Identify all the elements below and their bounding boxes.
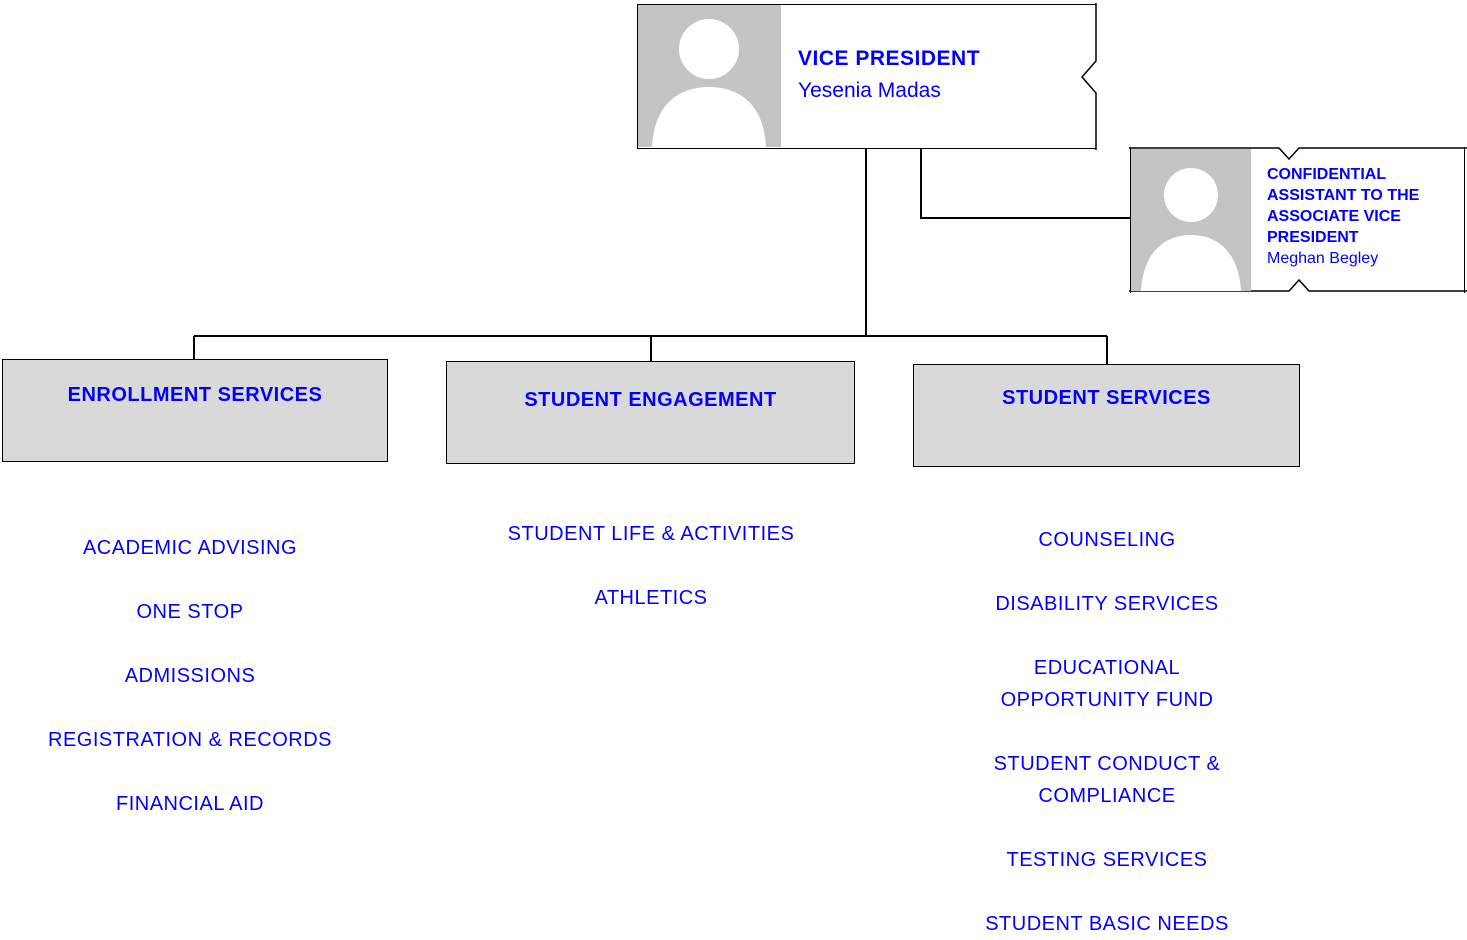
unit-item[interactable]: ACADEMIC ADVISING <box>82 537 298 559</box>
department-title: ENROLLMENT SERVICES <box>67 384 323 406</box>
person-silhouette-icon <box>1131 149 1251 291</box>
assistant-card[interactable]: CONFIDENTIAL ASSISTANT TO THE ASSOCIATE … <box>1129 147 1467 293</box>
unit-item[interactable]: STUDENT LIFE & ACTIVITIES <box>507 523 795 545</box>
unit-item[interactable]: DISABILITY SERVICES <box>995 593 1219 615</box>
assistant-title: CONFIDENTIAL ASSISTANT TO THE ASSOCIATE … <box>1267 166 1420 267</box>
card-edge-notch <box>1129 147 1467 292</box>
unit-item[interactable]: ATHLETICS <box>594 587 708 609</box>
department-title: STUDENT SERVICES <box>1002 387 1211 409</box>
department-student-engagement[interactable]: STUDENT ENGAGEMENT <box>446 361 855 464</box>
vice-president-card[interactable]: VICE PRESIDENT Yesenia Madas <box>637 3 1097 150</box>
vice-president-title: VICE PRESIDENT <box>798 47 981 70</box>
unit-item[interactable]: ADMISSIONS <box>124 665 256 687</box>
person-silhouette-icon <box>638 5 781 147</box>
department-student-services[interactable]: STUDENT SERVICES <box>913 364 1300 467</box>
unit-item[interactable]: ONE STOP <box>136 601 244 623</box>
unit-item[interactable]: STUDENT CONDUCT & COMPLIANCE <box>993 753 1221 807</box>
unit-item[interactable]: REGISTRATION & RECORDS <box>48 729 332 751</box>
unit-item[interactable]: TESTING SERVICES <box>1006 849 1208 871</box>
vice-president-name: Yesenia Madas <box>798 79 941 102</box>
assistant-name: Meghan Begley <box>1267 250 1379 267</box>
department-title: STUDENT ENGAGEMENT <box>524 389 777 411</box>
card-edge-notch <box>1081 3 1097 150</box>
department-enrollment-services[interactable]: ENROLLMENT SERVICES <box>2 359 388 462</box>
unit-item[interactable]: EDUCATIONAL OPPORTUNITY FUND <box>1000 657 1214 711</box>
unit-item[interactable]: FINANCIAL AID <box>115 793 264 815</box>
unit-item[interactable]: COUNSELING <box>1038 529 1176 551</box>
unit-item[interactable]: STUDENT BASIC NEEDS <box>985 913 1229 935</box>
